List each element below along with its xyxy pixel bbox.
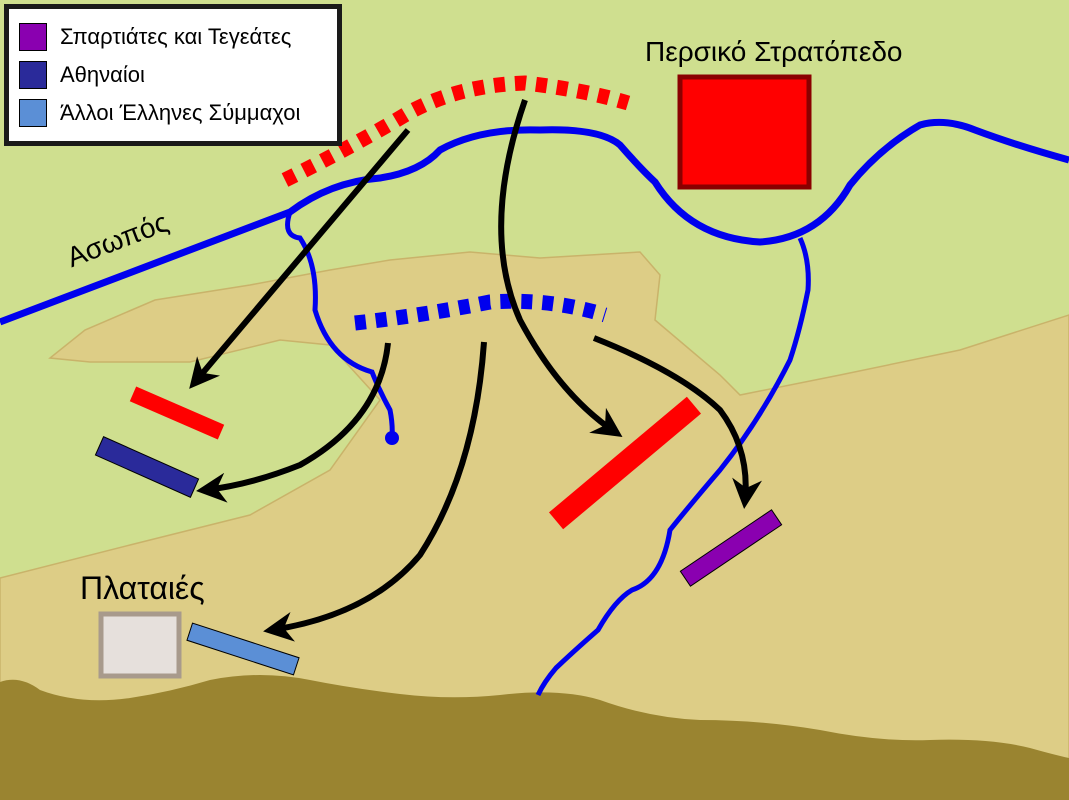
spartan-unit (679, 509, 783, 587)
allied-greek-unit (186, 622, 300, 676)
persian-line-north (281, 75, 631, 187)
arrow-athenians-retreat (196, 342, 391, 503)
legend-label: Αθηναίοι (60, 62, 145, 87)
persian-camp (677, 74, 812, 190)
arrow-persian-west (189, 128, 411, 389)
persian-unit-east (548, 396, 702, 530)
asopos-river (0, 118, 1069, 326)
persian-camp-label: Περσικό Στρατόπεδο (645, 36, 903, 67)
legend-label: Σπαρτιάτες και Τεγεάτες (60, 24, 292, 49)
plataea-city (98, 611, 182, 679)
legend-swatch-athenians (19, 61, 47, 89)
river-source-point (385, 431, 399, 445)
legend: Σπαρτιάτες και Τεγεάτες Αθηναίοι Άλλοι Έ… (4, 4, 342, 146)
legend-swatch-spartans (19, 23, 47, 51)
mountain-area (0, 675, 1069, 800)
athenian-unit (94, 436, 200, 498)
arrow-persian-center (498, 99, 623, 438)
river-tributary-east (535, 236, 811, 697)
legend-swatch-allies (19, 99, 47, 127)
legend-label: Άλλοι Έλληνες Σύμμαχοι (60, 100, 301, 125)
persian-unit-west (129, 386, 225, 440)
plataea-city-label: Πλαταιές (80, 570, 205, 606)
arrow-spartans-retreat (592, 335, 763, 509)
greek-line-initial (354, 293, 608, 331)
river-tributary-west (285, 211, 395, 439)
arrow-allies-retreat (263, 341, 487, 642)
